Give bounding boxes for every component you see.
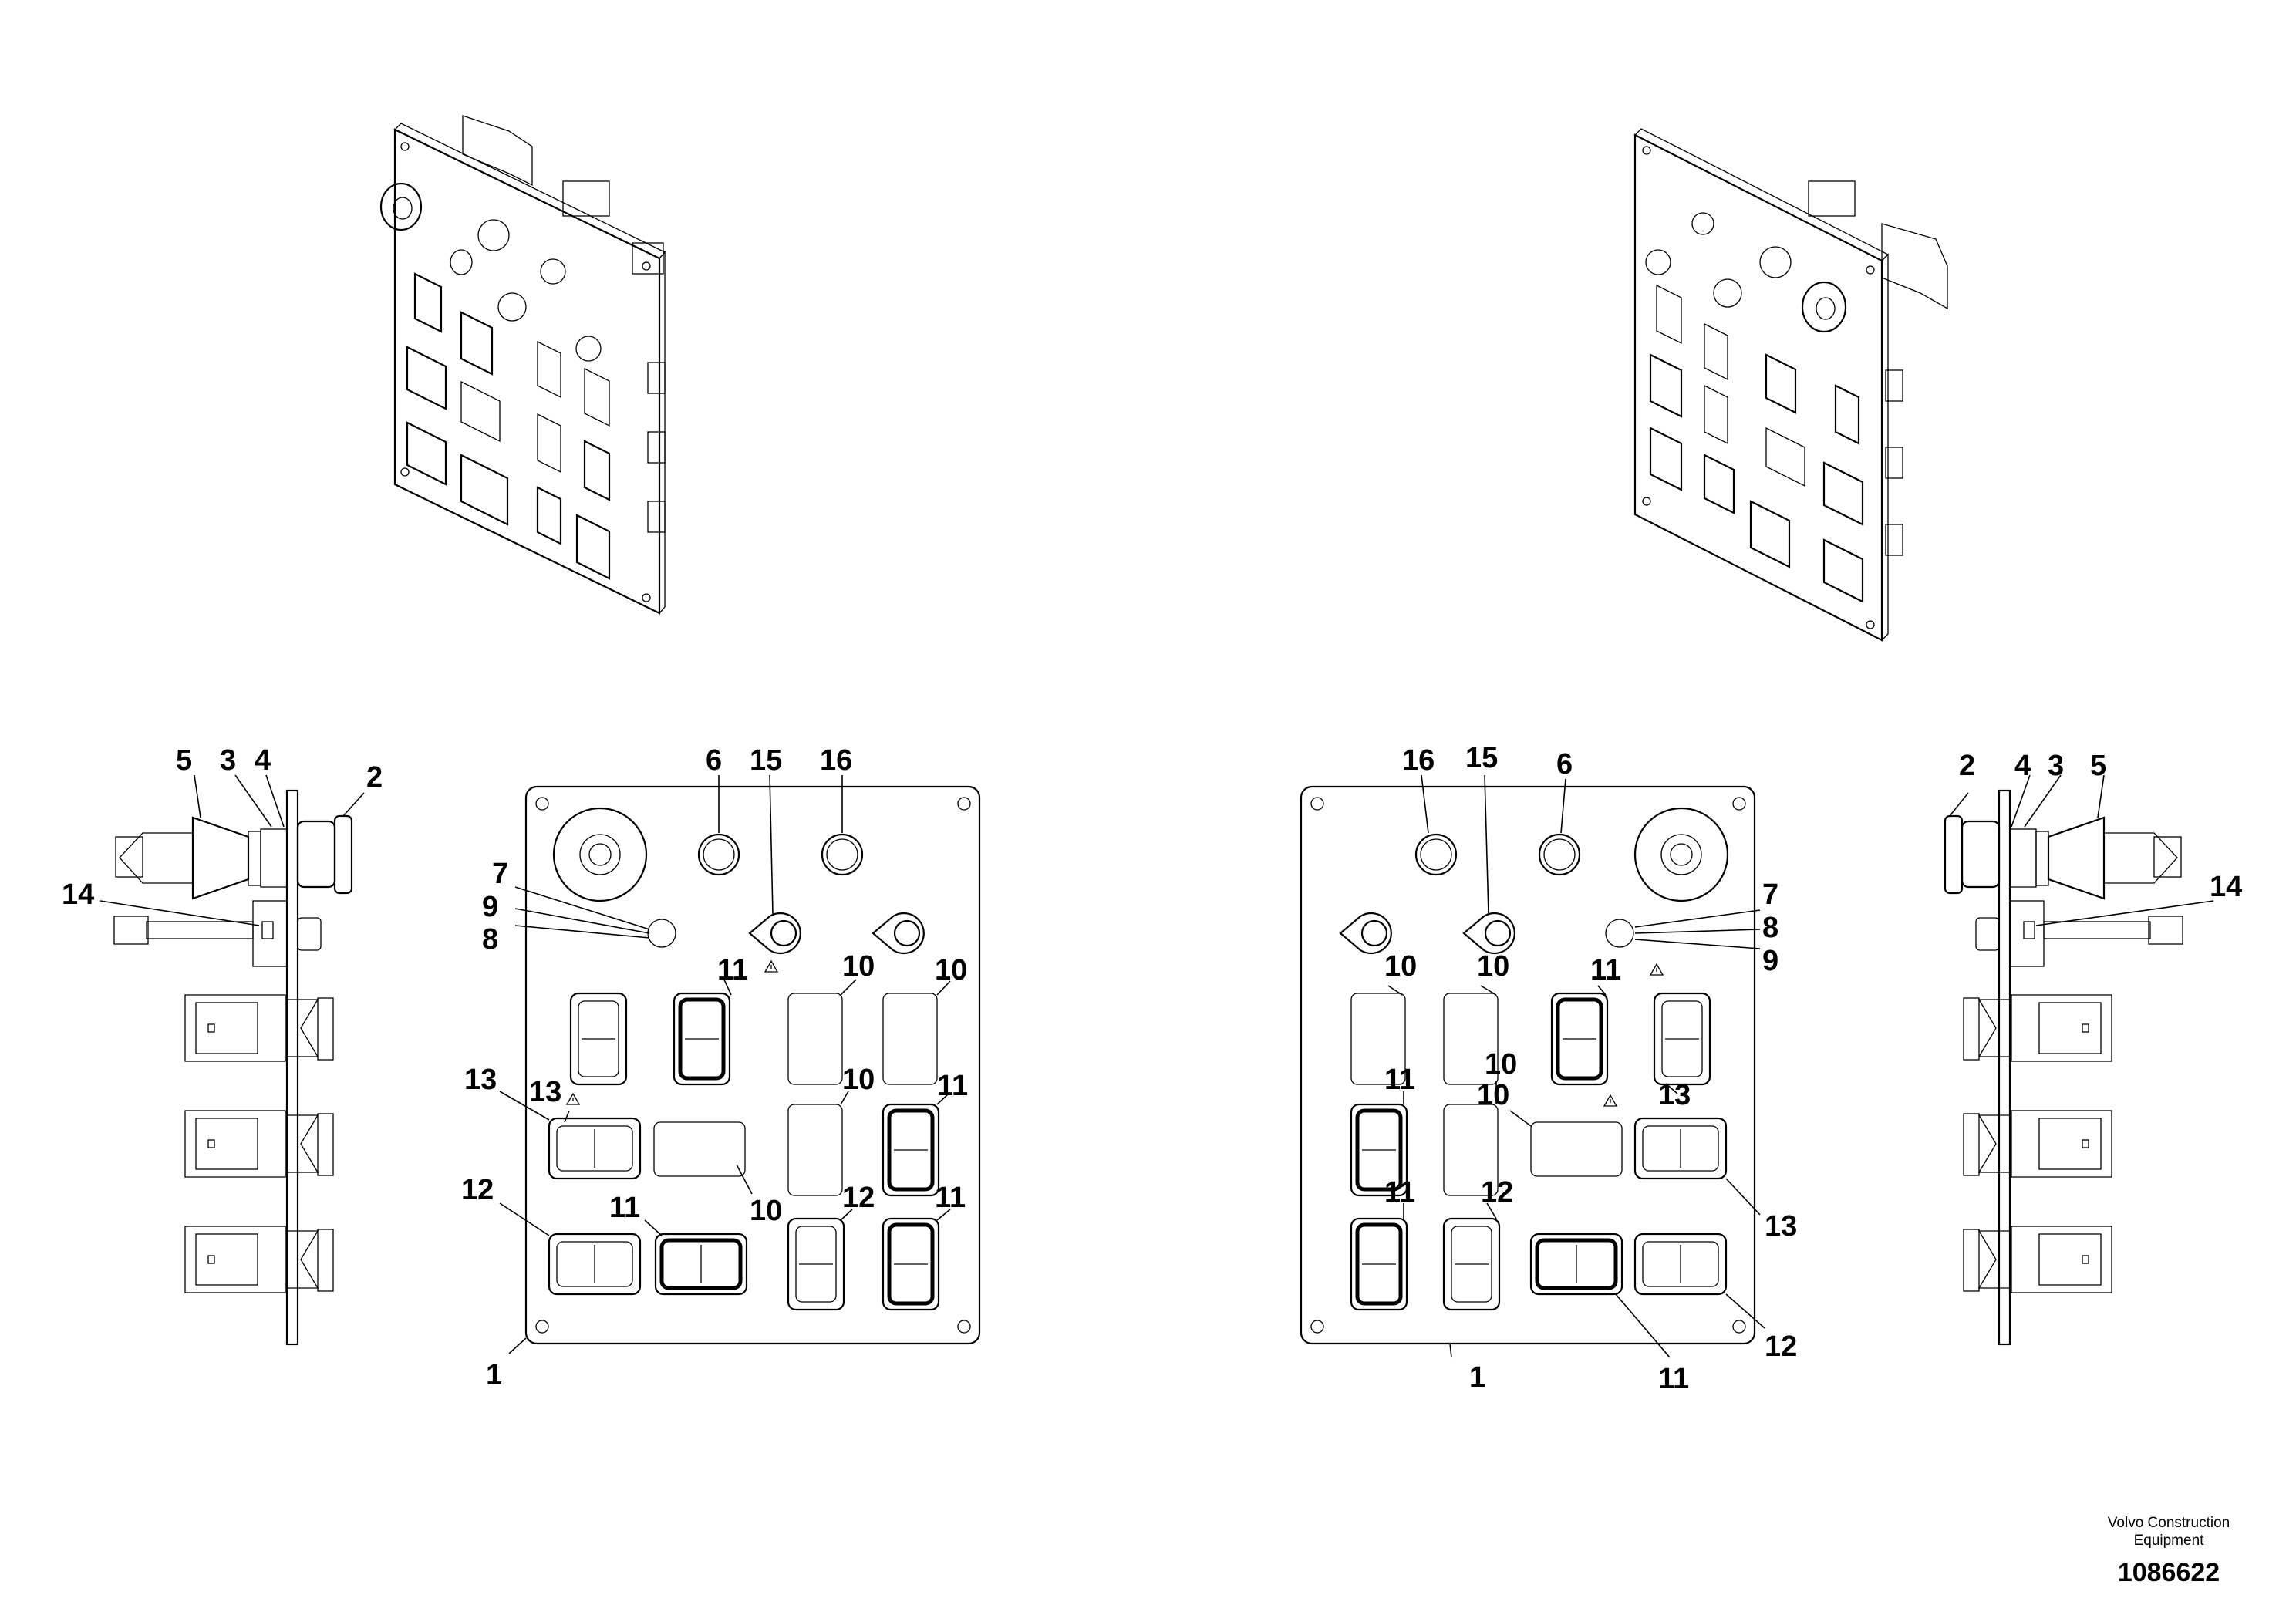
callout-1-right: 1 <box>1469 1361 1485 1394</box>
callout-8-left: 8 <box>482 923 498 956</box>
callout-11d-right: 11 <box>1658 1363 1689 1395</box>
callout-4-right: 4 <box>2014 750 2031 782</box>
front-panel-left <box>524 785 981 1345</box>
callout-10c-left: 10 <box>842 1064 875 1096</box>
callout-10a-left: 10 <box>842 950 875 983</box>
callout-6-right: 6 <box>1556 748 1573 781</box>
callouts-left: 5 3 4 2 14 6 15 16 7 9 8 11 10 10 13 13 … <box>62 744 968 1391</box>
callout-12b-right: 12 <box>1765 1330 1797 1363</box>
callout-13a-left: 13 <box>464 1064 497 1096</box>
callout-4-left: 4 <box>255 744 271 777</box>
callout-9-right: 9 <box>1762 945 1778 977</box>
callout-12a-left: 12 <box>461 1174 494 1206</box>
callout-14-right: 14 <box>2210 871 2242 903</box>
leader-lines <box>99 774 2214 1358</box>
callout-9-left: 9 <box>482 891 498 923</box>
callout-6-left: 6 <box>706 744 722 777</box>
callout-3-right: 3 <box>2048 750 2064 782</box>
callout-10d-right: 10 <box>1477 1079 1509 1111</box>
callout-1-left: 1 <box>486 1359 502 1391</box>
footer-block: Volvo Construction Equipment 1086622 <box>2108 1515 2230 1587</box>
callouts-right: 16 15 6 7 8 9 10 10 11 10 11 10 13 13 11… <box>1384 742 2242 1395</box>
isometric-panel-left <box>379 115 666 615</box>
callout-11a-left: 11 <box>717 954 748 986</box>
callout-10c-right: 10 <box>1485 1048 1517 1081</box>
callout-15-left: 15 <box>750 744 782 777</box>
callout-10d-left: 10 <box>750 1195 782 1227</box>
callout-5-left: 5 <box>176 744 192 777</box>
company-name-line1: Volvo Construction <box>2108 1515 2230 1531</box>
callout-16-left: 16 <box>820 744 852 777</box>
callout-10a-right: 10 <box>1384 950 1417 983</box>
callout-13b-right: 13 <box>1765 1210 1797 1243</box>
callout-11c-left: 11 <box>609 1192 640 1224</box>
callout-11b-left: 11 <box>937 1070 968 1102</box>
side-view-right <box>1944 789 2183 1346</box>
callout-12b-left: 12 <box>842 1182 875 1214</box>
callout-3-left: 3 <box>220 744 236 777</box>
front-panel-right <box>1300 785 1756 1345</box>
callout-13b-left: 13 <box>529 1076 561 1108</box>
callout-2-left: 2 <box>366 761 383 794</box>
part-number: 1086622 <box>2118 1558 2220 1587</box>
callout-8-right: 8 <box>1762 912 1778 944</box>
callout-11a-right: 11 <box>1590 954 1621 986</box>
callout-15-right: 15 <box>1465 742 1498 774</box>
callout-2-right: 2 <box>1959 750 1975 782</box>
callout-11c-right: 11 <box>1384 1176 1415 1209</box>
callout-16-right: 16 <box>1402 744 1435 777</box>
callout-14-left: 14 <box>62 878 94 911</box>
side-view-left <box>113 789 353 1346</box>
callout-10b-left: 10 <box>935 954 967 986</box>
company-name-line2: Equipment <box>2134 1533 2205 1549</box>
callout-11d-left: 11 <box>935 1182 966 1214</box>
callout-12a-right: 12 <box>1481 1176 1513 1209</box>
callout-5-right: 5 <box>2090 750 2106 782</box>
isometric-panel-right <box>1633 128 1948 642</box>
callout-13a-right: 13 <box>1658 1079 1691 1111</box>
callout-7-right: 7 <box>1762 878 1778 911</box>
callout-7-left: 7 <box>492 858 508 890</box>
callout-11b-right: 11 <box>1384 1064 1415 1096</box>
callout-10b-right: 10 <box>1477 950 1509 983</box>
